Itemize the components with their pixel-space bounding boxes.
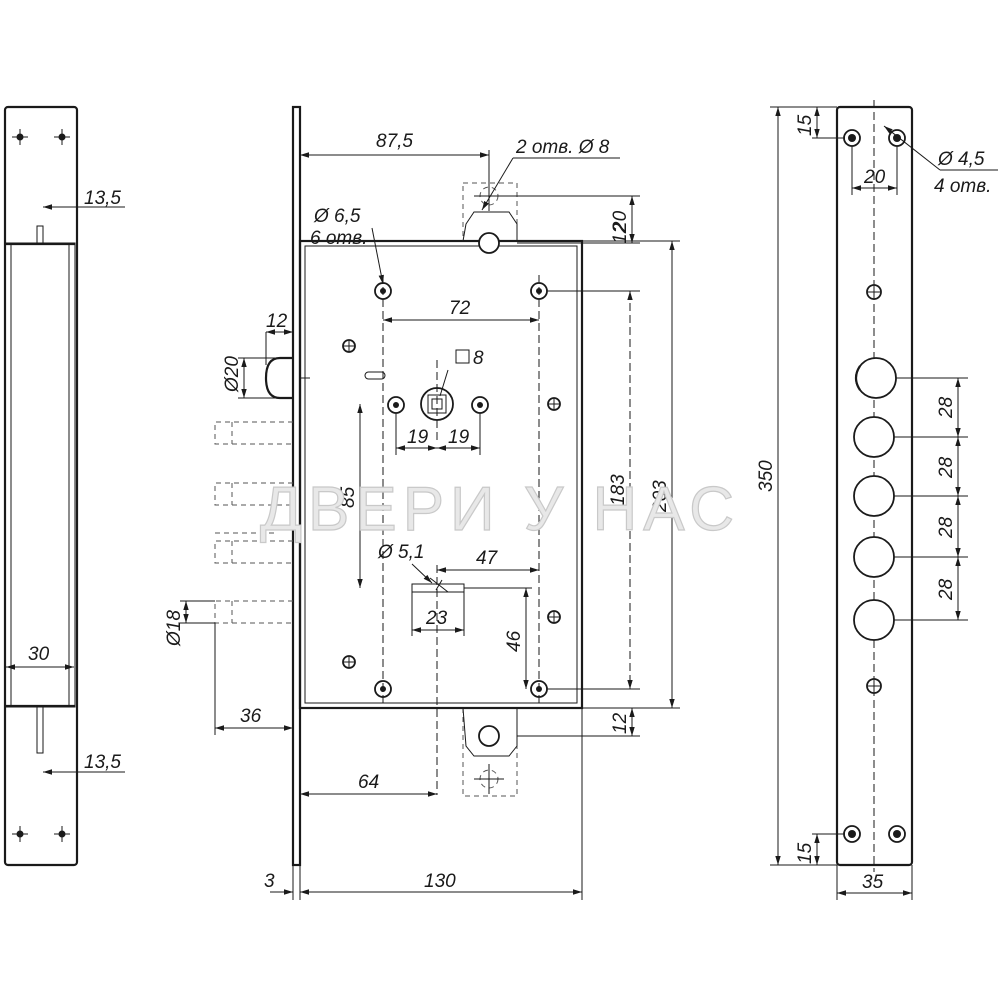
- dim-pitch-1: 28: [936, 396, 957, 419]
- dim-vertical-203: 203: [650, 480, 671, 513]
- dim-right-length: 350: [756, 460, 777, 492]
- dim-left-bottom-offset: 13,5: [84, 752, 121, 773]
- dim-width-130: 130: [424, 871, 456, 892]
- dim-bolt-dia: Ø18: [164, 610, 185, 647]
- spindle-hub: [364, 360, 454, 440]
- lock-body: 87,5 2 отв. Ø 8 Ø 6,5 6 отв. 20 12 72 8 …: [164, 105, 680, 900]
- dim-64: 64: [358, 772, 379, 793]
- dim-pitch-4: 28: [936, 578, 957, 601]
- dim-23: 23: [425, 608, 448, 629]
- right-strike-plate: 15 20 Ø 4,5 4 отв. 28 28 28 28 350 15: [756, 100, 998, 900]
- dim-mount-holes-dia: Ø 6,5: [313, 206, 361, 227]
- dim-right-bottom-15: 15: [795, 842, 816, 864]
- dim-backset: 87,5: [376, 131, 413, 152]
- dim-left-top-offset: 13,5: [84, 188, 121, 209]
- cylinder-slot: [411, 565, 465, 795]
- bolts: [214, 421, 293, 624]
- dim-right-width: 35: [862, 872, 884, 893]
- dim-pitch-2: 28: [936, 456, 957, 479]
- dim-top-12: 12: [610, 222, 631, 244]
- dim-47: 47: [476, 548, 499, 569]
- strike-corner-holes: [12, 129, 70, 842]
- dim-36: 36: [240, 706, 262, 727]
- dim-latch-dia: Ø20: [222, 356, 243, 393]
- dim-right-hole-count: 4 отв.: [934, 176, 991, 197]
- left-strike-plate: 13,5 13,5 30: [3, 105, 125, 867]
- latch: [264, 356, 310, 400]
- dim-latch-12: 12: [266, 311, 288, 332]
- dim-pitch-3: 28: [936, 516, 957, 539]
- dim-right-hole-spacing: 20: [863, 167, 886, 188]
- dim-left-width: 30: [28, 644, 50, 665]
- bolt-receiver-holes: [853, 357, 897, 641]
- dim-46: 46: [504, 630, 525, 652]
- dim-top-20: 20: [610, 210, 631, 233]
- dim-vertical-183: 183: [608, 474, 629, 506]
- dim-spindle-right: 19: [448, 427, 470, 448]
- dim-square: 8: [473, 348, 484, 369]
- dim-spindle-left: 19: [407, 427, 429, 448]
- dim-right-hole-dia: Ø 4,5: [937, 149, 985, 170]
- bottom-lug: [462, 707, 518, 797]
- dim-right-top-15: 15: [795, 114, 816, 136]
- top-lug: [462, 181, 518, 254]
- dim-hole-spacing-72: 72: [449, 298, 471, 319]
- dim-vertical-85: 85: [338, 486, 359, 508]
- watermark-text: ДВЕРИ У НАС: [260, 475, 740, 544]
- dim-cylinder-hole: Ø 5,1: [377, 542, 424, 563]
- right-corner-holes: [843, 129, 906, 843]
- dim-bottom-12: 12: [610, 712, 631, 734]
- rivets: [342, 339, 561, 669]
- dim-mount-holes-count: 6 отв.: [310, 228, 367, 249]
- dim-holes-note: 2 отв. Ø 8: [515, 137, 610, 158]
- dim-faceplate-3: 3: [264, 871, 275, 892]
